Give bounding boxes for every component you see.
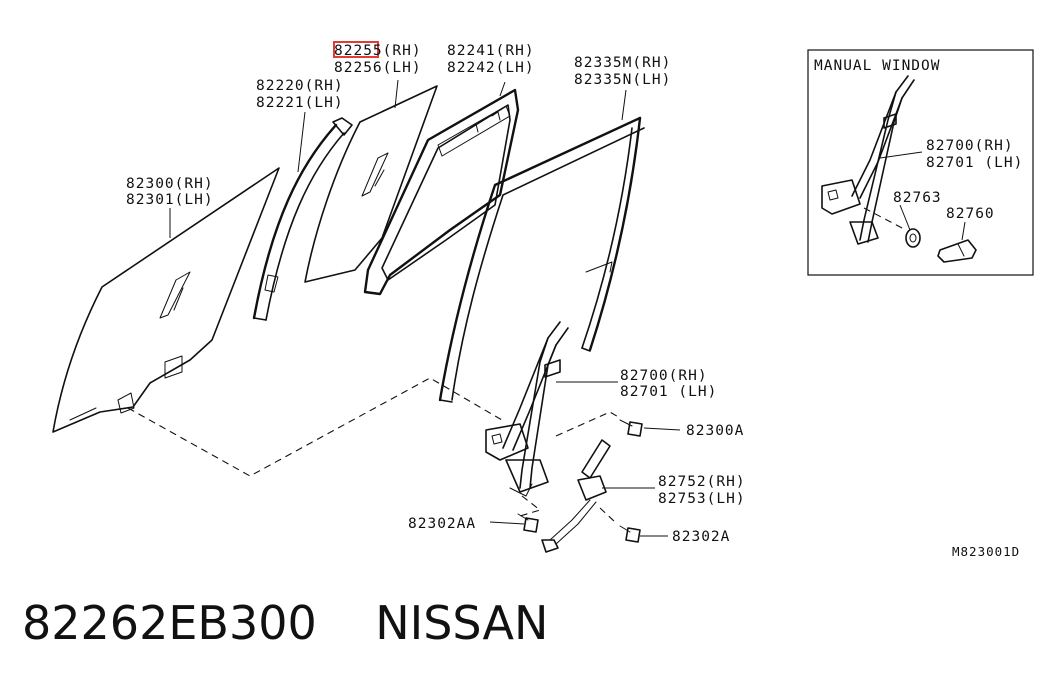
label-82300a: 82300A	[686, 423, 744, 439]
label-82701-lh: 82701 (LH)	[620, 384, 717, 400]
bolt-82302aa	[517, 513, 539, 533]
inset-title: MANUAL WINDOW	[814, 58, 941, 74]
inset-label-82760: 82760	[946, 206, 995, 222]
assembly-lines	[127, 377, 621, 523]
part-number-caption: 82262EB300 NISSAN	[22, 596, 549, 650]
inset-label-82763: 82763	[893, 190, 942, 206]
inset-regulator	[821, 75, 915, 245]
bolt-82300a	[619, 419, 643, 437]
part-labels: 82300(RH) 82301(LH) 82220(RH) 82221(LH) …	[126, 43, 1020, 559]
weatherstrip-frame	[363, 88, 520, 296]
door-sash	[252, 117, 353, 321]
label-82752-rh: 82752(RH)	[658, 474, 746, 490]
label-82302aa: 82302AA	[408, 516, 476, 532]
front-door-glass	[52, 167, 280, 433]
label-82335n-lh: 82335N(LH)	[574, 72, 671, 88]
label-82301-lh: 82301(LH)	[126, 192, 214, 208]
label-82242-lh: 82242(LH)	[447, 60, 535, 76]
manual-window-inset: MANUAL WINDOW 82700(RH) 82701 (LH) 82763…	[807, 49, 1034, 276]
label-82255-rh: 82255(RH)	[334, 43, 422, 59]
label-82241-rh: 82241(RH)	[447, 43, 535, 59]
diagram-code: M823001D	[952, 544, 1020, 559]
partition-glass	[304, 85, 438, 283]
bolt-82302a	[619, 525, 641, 543]
inset-label-82701-lh: 82701 (LH)	[926, 155, 1023, 171]
inset-label-82700-rh: 82700(RH)	[926, 138, 1014, 154]
label-82335m-rh: 82335M(RH)	[574, 55, 671, 71]
inset-handle	[937, 239, 977, 263]
window-regulator	[485, 321, 569, 497]
label-82302a: 82302A	[672, 529, 730, 545]
inset-washer	[905, 228, 921, 248]
highlight-box	[333, 41, 379, 58]
label-82300-rh: 82300(RH)	[126, 176, 214, 192]
regulator-handle	[541, 439, 611, 553]
label-82220-rh: 82220(RH)	[256, 78, 344, 94]
label-82256-lh: 82256(LH)	[334, 60, 422, 76]
label-82700-rh: 82700(RH)	[620, 368, 708, 384]
label-82221-lh: 82221(LH)	[256, 95, 344, 111]
parts-diagram: 82300(RH) 82301(LH) 82220(RH) 82221(LH) …	[52, 41, 1034, 559]
glass-run	[438, 116, 645, 403]
label-82753-lh: 82753(LH)	[658, 491, 746, 507]
leader-lines	[169, 79, 681, 537]
